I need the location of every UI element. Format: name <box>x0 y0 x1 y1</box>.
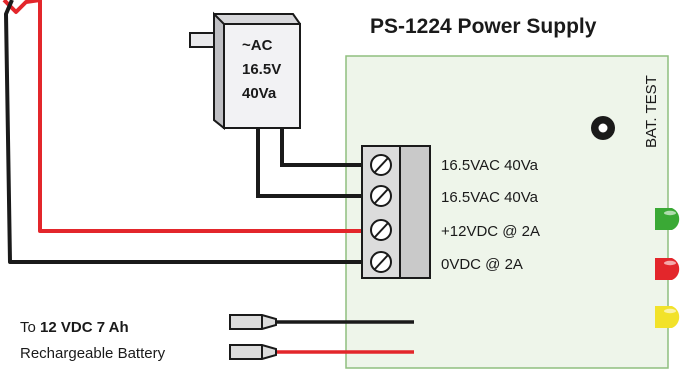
led-red <box>655 258 680 280</box>
terminal-label-4: 0VDC @ 2A <box>441 256 523 273</box>
positive-wire <box>2 0 362 233</box>
bat-test-label: BAT. TEST <box>643 75 660 148</box>
spade-connector-red <box>229 344 277 360</box>
terminal-label-2: 16.5VAC 40Va <box>441 189 539 206</box>
terminal-screw-4 <box>370 251 392 273</box>
transformer-label-line2: 16.5V <box>242 61 281 78</box>
led-yellow <box>655 306 680 328</box>
diagram-title: PS-1224 Power Supply <box>370 15 597 38</box>
terminal-screw-1 <box>370 154 392 176</box>
transformer <box>213 11 301 131</box>
ground-wire <box>4 0 362 264</box>
terminal-screw-2 <box>370 185 392 207</box>
spade-connector-black <box>229 314 277 330</box>
battery-note-bold: 12 VDC 7 Ah <box>40 319 129 336</box>
transformer-label-line1: ~AC <box>242 37 273 54</box>
led-green <box>655 208 680 230</box>
bat-test-button <box>591 116 615 140</box>
terminal-screw-3 <box>370 219 392 241</box>
battery-note-line2: Rechargeable Battery <box>20 345 166 362</box>
ac-wire-2 <box>256 128 362 198</box>
battery-note-prefix: To <box>20 319 40 336</box>
terminal-label-1: 16.5VAC 40Va <box>441 157 539 174</box>
transformer-label-line3: 40Va <box>242 85 277 102</box>
battery-note-line1: To 12 VDC 7 Ah <box>20 319 129 336</box>
terminal-label-3: +12VDC @ 2A <box>441 223 540 240</box>
ac-wire-1 <box>280 128 362 167</box>
